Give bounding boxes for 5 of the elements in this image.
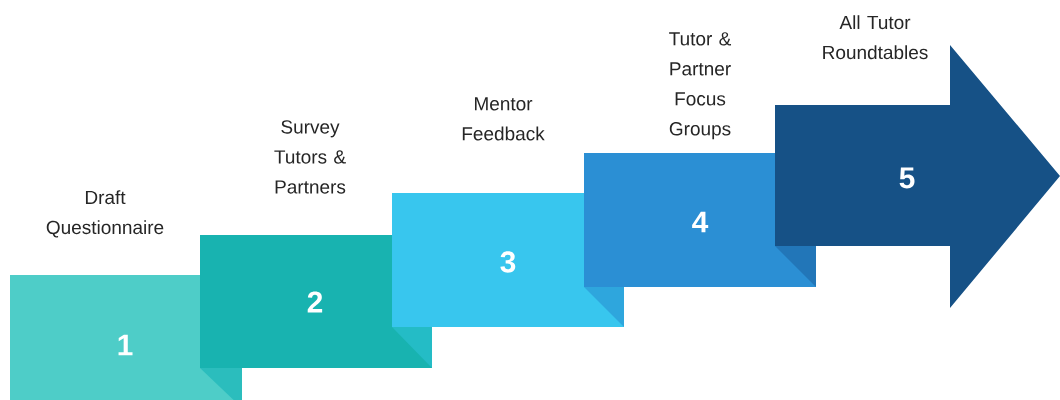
- step-heading: Mentor Feedback: [462, 97, 545, 141]
- step-heading: All Tutor Roundtables: [823, 15, 928, 60]
- step-heading: Draft Questionnaire: [46, 190, 164, 238]
- step-heading: Tutor & Partner Focus Groups: [669, 32, 732, 140]
- step-heading: Survey Tutors & Partners: [274, 120, 346, 194]
